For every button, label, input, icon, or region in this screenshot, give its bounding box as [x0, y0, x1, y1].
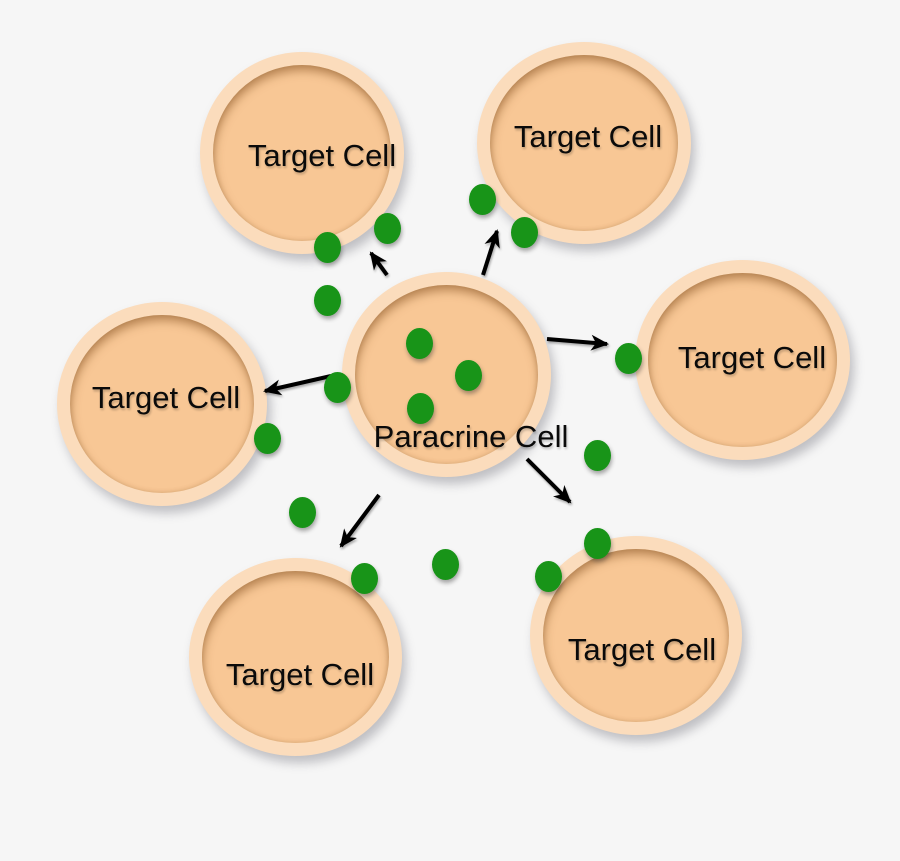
target-cell-left: Target Cell	[57, 302, 267, 506]
target-cell-top-right: Target Cell	[477, 42, 691, 244]
paracrine-cell: Paracrine Cell	[342, 272, 568, 477]
paracrine-cell-label: Paracrine Cell	[373, 419, 569, 454]
target-cell-top-left: Target Cell	[200, 52, 404, 254]
target-cell-label: Target Cell	[567, 632, 717, 667]
secretion-arrow	[525, 457, 572, 504]
secretion-arrow	[263, 374, 332, 396]
target-cell-label: Target Cell	[225, 657, 375, 692]
target-cell-label: Target Cell	[677, 340, 827, 375]
secretion-arrow	[369, 251, 389, 277]
target-cell-bottom-left: Target Cell	[189, 558, 402, 756]
cell-cytoplasm	[490, 55, 678, 231]
cell-cytoplasm	[648, 273, 837, 447]
target-cell-bottom-right: Target Cell	[530, 536, 742, 735]
target-cell-label: Target Cell	[247, 138, 397, 173]
cell-cytoplasm	[543, 549, 729, 722]
cell-cytoplasm	[355, 285, 538, 464]
target-cell-label: Target Cell	[513, 119, 663, 154]
cell-cytoplasm	[202, 571, 389, 743]
secretion-arrow	[546, 334, 609, 351]
cell-cytoplasm	[70, 315, 254, 493]
secretion-arrow	[481, 229, 500, 276]
target-cell-right: Target Cell	[635, 260, 850, 460]
target-cell-label: Target Cell	[91, 380, 241, 415]
secretion-arrow	[339, 493, 381, 548]
cell-cytoplasm	[213, 65, 391, 241]
